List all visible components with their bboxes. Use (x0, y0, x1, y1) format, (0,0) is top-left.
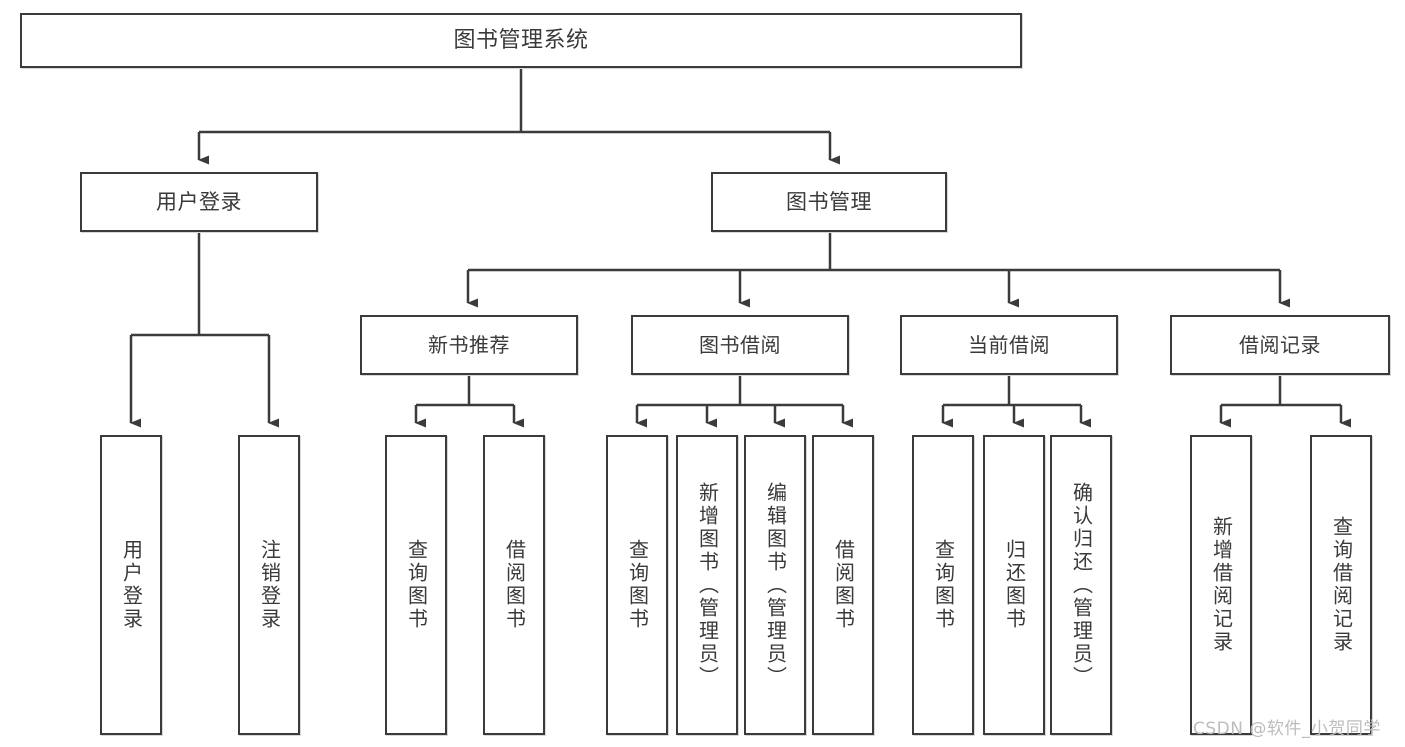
node-label: 图书管理 (786, 189, 872, 214)
leaf-borrow-book-recommend[interactable]: 借阅图书 (483, 435, 545, 735)
node-label: 查询图书 (404, 539, 429, 631)
leaf-query-book-current[interactable]: 查询图书 (912, 435, 974, 735)
csdn-watermark: CSDN @软件_小贺同学 (1193, 719, 1381, 739)
node-label: 借阅记录 (1239, 332, 1321, 357)
node-label: 用户登录 (156, 189, 242, 214)
leaf-edit-book-admin[interactable]: 编辑图书（管理员） (744, 435, 806, 735)
node-label: 新增图书（管理员） (695, 481, 720, 689)
leaf-query-book-recommend[interactable]: 查询图书 (385, 435, 447, 735)
node-label: 新书推荐 (428, 332, 510, 357)
leaf-query-borrow-record[interactable]: 查询借阅记录 (1310, 435, 1372, 735)
leaf-confirm-return-admin[interactable]: 确认归还（管理员） (1050, 435, 1112, 735)
node-label: 编辑图书（管理员） (763, 481, 788, 689)
node-label: 新增借阅记录 (1209, 516, 1234, 654)
leaf-logout[interactable]: 注销登录 (238, 435, 300, 735)
leaf-add-book-admin[interactable]: 新增图书（管理员） (676, 435, 738, 735)
node-borrow-record[interactable]: 借阅记录 (1170, 315, 1390, 375)
node-book-management[interactable]: 图书管理 (711, 172, 947, 232)
node-label: 借阅图书 (502, 539, 527, 631)
node-book-borrow[interactable]: 图书借阅 (631, 315, 849, 375)
leaf-query-book-borrow[interactable]: 查询图书 (606, 435, 668, 735)
node-label: 注销登录 (257, 539, 282, 631)
leaf-add-borrow-record[interactable]: 新增借阅记录 (1190, 435, 1252, 735)
node-label: 用户登录 (119, 539, 144, 631)
node-label: 图书借阅 (699, 332, 781, 357)
node-label: 归还图书 (1002, 539, 1027, 631)
node-label: 查询借阅记录 (1329, 516, 1354, 654)
node-user-login[interactable]: 用户登录 (80, 172, 318, 232)
leaf-borrow-book-action[interactable]: 借阅图书 (812, 435, 874, 735)
node-label: 当前借阅 (968, 332, 1050, 357)
node-label: 查询图书 (931, 539, 956, 631)
node-label: 图书管理系统 (453, 27, 589, 53)
node-label: 确认归还（管理员） (1069, 481, 1094, 689)
node-new-book-recommend[interactable]: 新书推荐 (360, 315, 578, 375)
node-current-borrow[interactable]: 当前借阅 (900, 315, 1118, 375)
leaf-return-book[interactable]: 归还图书 (983, 435, 1045, 735)
node-book-management-system[interactable]: 图书管理系统 (20, 13, 1022, 68)
node-label: 查询图书 (625, 539, 650, 631)
leaf-user-login[interactable]: 用户登录 (100, 435, 162, 735)
node-label: 借阅图书 (831, 539, 856, 631)
